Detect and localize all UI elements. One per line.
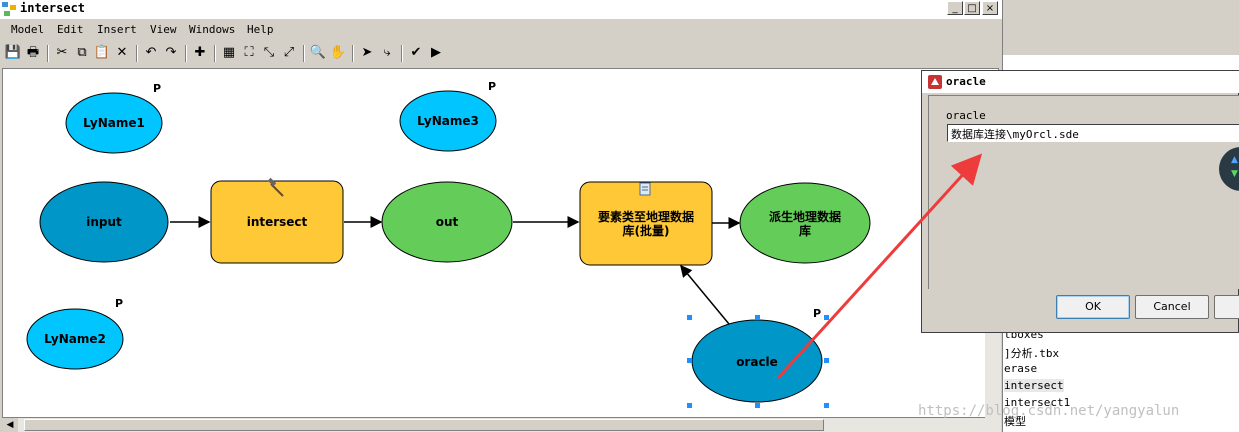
menu-insert[interactable]: Insert (97, 23, 137, 36)
lyname1-param-marker: P (153, 82, 161, 95)
dialog-title-bar[interactable]: oracle (922, 71, 1239, 93)
validate-icon[interactable]: ✔ (410, 45, 422, 60)
vertical-scrollbar[interactable] (985, 330, 1001, 432)
menu-help[interactable]: Help (247, 23, 274, 36)
menu-view[interactable]: View (150, 23, 177, 36)
toolbar: 💾 🖶 ✂ ⧉ 📋 ✕ ↶ ↷ ✚ ▦ ⛶ ⤡ ⤢ 🔍✋ ➤ ⤷ ✔ ▶ (2, 42, 466, 66)
window-title: intersect (20, 1, 86, 15)
select-icon[interactable]: ➤ (361, 45, 373, 60)
title-bar[interactable]: intersect _ □ × (0, 0, 1002, 19)
intersect-tool-node[interactable] (210, 180, 344, 264)
menu-bar: Model Edit Insert View Windows Help (0, 20, 1002, 40)
derived-gdb-label-line2: 库 (799, 223, 811, 238)
oracle-field-label: oracle (946, 109, 986, 122)
derived-gdb-label-line1: 派生地理数据 (769, 209, 841, 224)
toolbar-separator (401, 45, 403, 62)
scroll-left-icon[interactable]: ◀ (2, 418, 18, 432)
toolbar-separator (185, 45, 187, 62)
menu-model[interactable]: Model (11, 23, 45, 36)
hammer-icon (267, 177, 284, 197)
connect-icon[interactable]: ⤷ (383, 45, 391, 60)
catalog-panel-header (1003, 0, 1239, 55)
horizontal-scrollbar[interactable]: ◀ (2, 418, 999, 432)
toolbar-separator (214, 45, 216, 62)
toolbar-separator (47, 45, 49, 62)
input-node[interactable] (39, 181, 169, 263)
oracle-param-marker: P (813, 307, 821, 320)
print-icon[interactable]: 🖶 (26, 45, 40, 60)
navigation-circle-icon[interactable]: ▲ ▼ (1219, 147, 1239, 191)
toolbar-separator (136, 45, 138, 62)
lyname3-node[interactable] (399, 90, 497, 152)
out-label: out (436, 215, 459, 229)
scroll-thumb[interactable] (24, 419, 824, 431)
paste-icon[interactable]: 📋 (93, 45, 111, 60)
oracle-label: oracle (736, 355, 778, 369)
add-data-icon[interactable]: ✚ (194, 45, 206, 60)
fc-to-gdb-tool-node[interactable] (579, 181, 713, 266)
watermark: https://blog.csdn.net/yangyalun (918, 403, 1180, 419)
zoom-icon[interactable]: 🔍 (309, 45, 327, 60)
lyname1-node[interactable] (65, 92, 163, 154)
tool-dialog-icon (928, 75, 942, 89)
model-app-icon (2, 2, 16, 16)
model-canvas[interactable]: LyName1 P LyName3 P LyName2 P input inte… (2, 68, 999, 418)
fc-to-gdb-label-line1: 要素类至地理数据 (598, 209, 694, 224)
auto-layout-icon[interactable]: ▦ (222, 45, 236, 60)
toolbar-separator (352, 45, 354, 62)
oracle-path-input[interactable]: 数据库连接\myOrcl.sde (947, 124, 1239, 142)
out-node[interactable] (381, 181, 513, 263)
extra-dialog-button[interactable] (1214, 295, 1239, 319)
menu-edit[interactable]: Edit (57, 23, 84, 36)
ok-button[interactable]: OK (1056, 295, 1130, 319)
lyname3-param-marker: P (488, 80, 496, 93)
model-window: intersect _ □ × Model Edit Insert View W… (0, 0, 1003, 432)
lyname2-param-marker: P (115, 297, 123, 310)
pan-icon[interactable]: ✋ (329, 45, 347, 60)
redo-icon[interactable]: ↷ (165, 45, 177, 60)
tree-item[interactable]: intersect1 (1004, 396, 1071, 409)
model-diagram: LyName1 P LyName3 P LyName2 P input inte… (26, 80, 871, 408)
lyname2-label: LyName2 (44, 332, 106, 346)
zoom-in-fixed-icon[interactable]: ⤡ (263, 45, 275, 60)
nav-up-icon[interactable]: ▲ (1231, 155, 1238, 165)
lyname1-label: LyName1 (83, 116, 145, 130)
script-tool-icon (639, 182, 651, 196)
copy-icon[interactable]: ⧉ (77, 45, 87, 60)
cancel-button[interactable]: Cancel (1135, 295, 1209, 319)
tree-item[interactable]: intersect (1004, 379, 1064, 392)
tree-item[interactable]: 模型 (1004, 415, 1026, 428)
minimize-button[interactable]: _ (947, 1, 963, 15)
maximize-button[interactable]: □ (964, 1, 980, 15)
save-icon[interactable]: 💾 (4, 45, 22, 60)
oracle-parameter-dialog: oracle oracle 数据库连接\myOrcl.sde ▲ ▼ OK Ca… (921, 70, 1239, 333)
input-label: input (86, 215, 122, 229)
zoom-out-fixed-icon[interactable]: ⤢ (283, 45, 295, 60)
cut-icon[interactable]: ✂ (56, 45, 68, 60)
menu-windows[interactable]: Windows (189, 23, 236, 36)
close-button[interactable]: × (982, 1, 998, 15)
delete-icon[interactable]: ✕ (116, 45, 128, 60)
intersect-label: intersect (247, 215, 308, 229)
run-icon[interactable]: ▶ (431, 45, 441, 60)
lyname3-label: LyName3 (417, 114, 479, 128)
tree-item[interactable]: erase (1004, 362, 1038, 375)
nav-down-icon[interactable]: ▼ (1231, 169, 1238, 179)
full-extent-icon[interactable]: ⛶ (244, 45, 254, 60)
lyname2-node[interactable] (26, 308, 124, 370)
undo-icon[interactable]: ↶ (145, 45, 157, 60)
connector-oracle-tool[interactable] (680, 264, 730, 325)
toolbar-separator (303, 45, 305, 62)
tree-item[interactable]: ]分析.tbx (1004, 347, 1060, 360)
dialog-title: oracle (946, 75, 986, 88)
fc-to-gdb-label-line2: 库(批量) (623, 223, 670, 238)
